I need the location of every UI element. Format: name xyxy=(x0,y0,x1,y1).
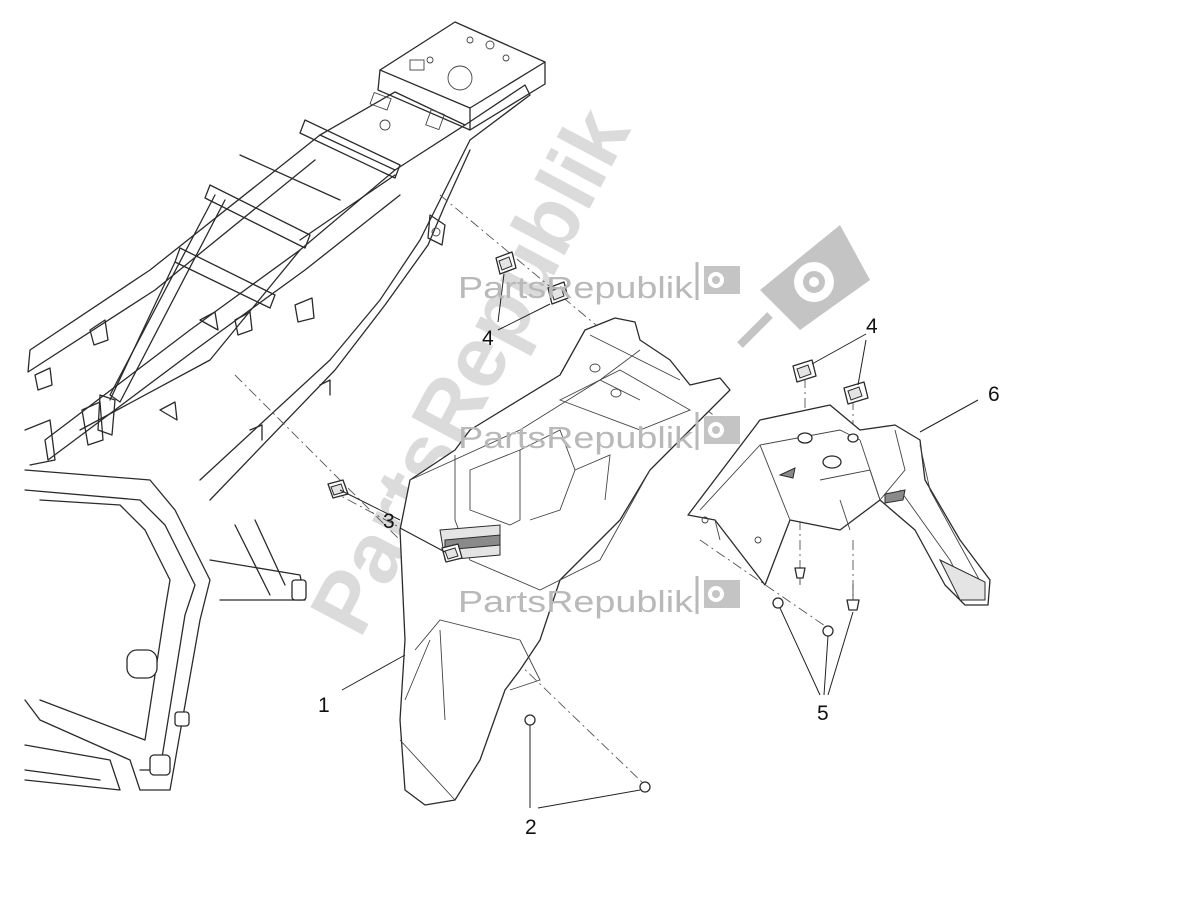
callout-4-right: 4 xyxy=(866,315,878,338)
callout-2: 2 xyxy=(525,816,537,839)
callout-4-left: 4 xyxy=(482,327,494,350)
watermark-row-2: PartsRepublik xyxy=(458,412,740,455)
watermark-row-1: PartsRepublik xyxy=(458,262,740,305)
callout-5: 5 xyxy=(817,702,829,725)
watermark-text: PartsRepublik xyxy=(458,584,694,619)
watermark-text: PartsRepublik xyxy=(458,270,694,305)
part-screws-2 xyxy=(524,714,651,793)
watermark-flag-icon xyxy=(737,225,870,348)
part-screws-5 xyxy=(772,567,860,637)
part-licence-plate-holder xyxy=(687,404,991,606)
watermark-row-3: PartsRepublik xyxy=(458,576,740,619)
leader-lines xyxy=(339,273,979,809)
callout-6: 6 xyxy=(988,383,1000,406)
part-clip-nuts-4 xyxy=(495,251,869,405)
callout-3: 3 xyxy=(383,510,395,533)
callouts: 1 2 3 4 4 5 6 xyxy=(318,315,1000,839)
main-frame xyxy=(24,394,307,791)
rear-subframe xyxy=(27,21,546,501)
watermark-text: PartsRepublik xyxy=(458,420,694,455)
part-clip-nuts-3 xyxy=(327,479,463,563)
watermark-gear-icon xyxy=(704,580,740,608)
callout-1: 1 xyxy=(318,694,330,717)
watermark-gear-icon xyxy=(704,266,740,294)
watermark-gear-icon xyxy=(704,416,740,444)
